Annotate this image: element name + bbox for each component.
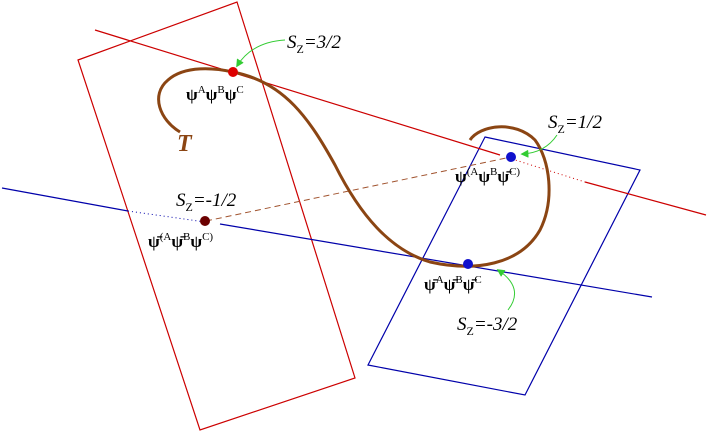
state-m1-2: ψ̄(Aψ̄BψC) xyxy=(148,231,213,251)
point-sz-1-2 xyxy=(506,152,516,162)
trajectory-curve xyxy=(157,67,551,268)
blue-plane xyxy=(367,136,641,396)
point-sz-m1-2 xyxy=(200,216,210,226)
arrow-sz-1-2 xyxy=(520,134,558,158)
blue-line-dotted xyxy=(127,210,206,223)
label-sz-m3-2: SZ=-3/2 xyxy=(457,314,518,338)
red-line-dotted xyxy=(511,158,586,183)
curve-label-t: T xyxy=(177,131,193,157)
label-sz-1-2: SZ=1/2 xyxy=(548,112,602,136)
point-sz-m3-2 xyxy=(463,259,473,269)
dashed-link xyxy=(205,156,512,222)
state-1-2: ψ(AψBψ̄C) xyxy=(455,166,520,186)
red-line-right xyxy=(584,181,707,216)
arrow-sz-m3-2 xyxy=(496,269,516,311)
blue-line xyxy=(219,223,653,298)
label-sz-m1-2: SZ=-1/2 xyxy=(176,190,237,214)
state-3-2: ψAψBψC xyxy=(186,84,244,104)
red-plane xyxy=(77,1,356,431)
red-line xyxy=(94,29,501,156)
arrow-sz-3-2 xyxy=(236,39,286,68)
label-sz-3-2: SZ=3/2 xyxy=(287,32,341,56)
blue-line-left xyxy=(1,187,129,212)
point-sz-3-2 xyxy=(228,67,238,77)
state-m3-2: ψ̄Aψ̄Bψ̄C xyxy=(424,274,482,294)
